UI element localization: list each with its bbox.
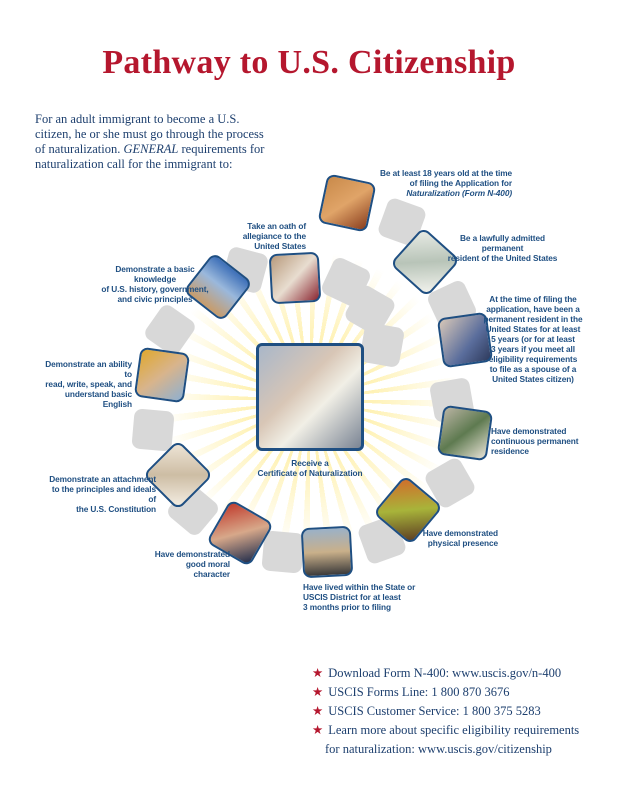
caption-line: Naturalization (Form N-400) [406,188,512,198]
caption-constitution: Demonstrate an attachment to the princip… [46,474,156,514]
star-icon: ★ [312,723,324,737]
photo-family-house [300,525,354,579]
caption-line: USCIS District for at least [303,592,401,602]
pathway-tile [358,321,406,369]
caption-line: Certificate of Naturalization [257,468,363,478]
caption-oath: Take an oath of allegiance to the United… [238,221,306,251]
intro-text: For an adult immigrant to become a U.S. … [35,112,265,172]
caption-english: Demonstrate an ability to read, write, s… [40,359,132,409]
caption-line: physical presence [427,538,498,548]
star-icon: ★ [312,704,324,718]
caption-line: United States citizen) [492,374,574,384]
caption-line: permanent resident in the [483,314,583,324]
caption-line: and civic principles [117,294,193,304]
page-title: Pathway to U.S. Citizenship [102,44,516,81]
caption-line: of filing the Application for [409,178,512,188]
caption-line: Receive a [291,458,329,468]
caption-line: of U.S. history, government, [101,284,209,294]
caption-continuous: Have demonstrated continuous permanent r… [491,426,579,456]
caption-line: United States [254,241,306,251]
caption-line: Be at least 18 years old at the time [380,168,512,178]
photo-certificate [256,343,364,451]
caption-line: Demonstrate an attachment [49,474,156,484]
caption-line: application, have been a [486,304,580,314]
caption-district: Have lived within the State or USCIS Dis… [303,582,415,612]
link-text[interactable]: USCIS Customer Service: 1 800 375 5283 [328,704,541,718]
link-forms-line[interactable]: ★ USCIS Forms Line: 1 800 870 3676 [312,683,579,702]
caption-line: Be a lawfully admitted permanent [460,233,545,253]
photo-student [133,346,191,404]
intro-emphasis: GENERAL [123,142,179,156]
caption-line: Have demonstrated [422,528,498,538]
caption-line: allegiance to the [242,231,306,241]
caption-line: Have lived within the State or [303,582,416,592]
caption-line: read, write, speak, and [45,379,132,389]
star-icon: ★ [312,666,324,680]
caption-line: Have demonstrated [154,549,230,559]
link-citizenship[interactable]: for naturalization: www.uscis.gov/citize… [325,742,552,756]
resource-links: ★ Download Form N-400: www.uscis.gov/n-40… [312,664,579,759]
pathway-tile [131,408,175,452]
caption-line: 3 years if you meet all [491,344,575,354]
caption-line: 3 months prior to filing [303,602,391,612]
link-text[interactable]: Download Form N-400: www.uscis.gov/n-400 [328,666,562,680]
link-customer-service[interactable]: ★ USCIS Customer Service: 1 800 375 5283 [312,702,579,721]
caption-line: the U.S. Constitution [76,504,156,514]
caption-certificate: Receive a Certificate of Naturalization [250,458,370,478]
caption-physical: Have demonstrated physical presence [422,528,498,548]
caption-line: to the principles and ideals of [51,484,156,504]
caption-line: Take an oath of [247,221,306,231]
caption-residency: At the time of filing the application, h… [483,294,583,384]
star-icon: ★ [312,685,324,699]
caption-line: to file as a spouse of a [489,364,577,374]
caption-line: eligibility requirements [488,354,578,364]
caption-line: 5 years (or for at least [491,334,575,344]
caption-line: Demonstrate a basic knowledge [115,264,195,284]
caption-line: Demonstrate an ability to [45,359,132,379]
caption-line: continuous permanent [491,436,579,446]
pathway-tile [261,530,305,574]
link-download-n400[interactable]: ★ Download Form N-400: www.uscis.gov/n-40… [312,664,579,683]
caption-line: resident of the United States [447,253,558,263]
caption-moral: Have demonstrated good moral character [148,549,230,579]
caption-line: At the time of filing the [489,294,577,304]
caption-line: understand basic English [64,389,132,409]
link-text[interactable]: Learn more about specific eligibility re… [328,723,580,737]
photo-oath [268,251,322,305]
link-learn-more[interactable]: ★ Learn more about specific eligibility r… [312,721,579,740]
caption-age: Be at least 18 years old at the time of … [342,168,512,198]
caption-civics: Demonstrate a basic knowledge of U.S. hi… [95,264,215,304]
intro-part: For an adult immigrant to become a U.S. … [35,112,264,156]
photo-grandparent [436,404,494,462]
caption-lawful: Be a lawfully admitted permanent residen… [445,233,560,263]
caption-line: United States for at least [485,324,581,334]
link-text[interactable]: USCIS Forms Line: 1 800 870 3676 [328,685,510,699]
caption-line: residence [491,446,529,456]
intro-part: requirements for naturalization call for… [35,142,265,171]
caption-line: good moral character [185,559,230,579]
caption-line: Have demonstrated [491,426,567,436]
